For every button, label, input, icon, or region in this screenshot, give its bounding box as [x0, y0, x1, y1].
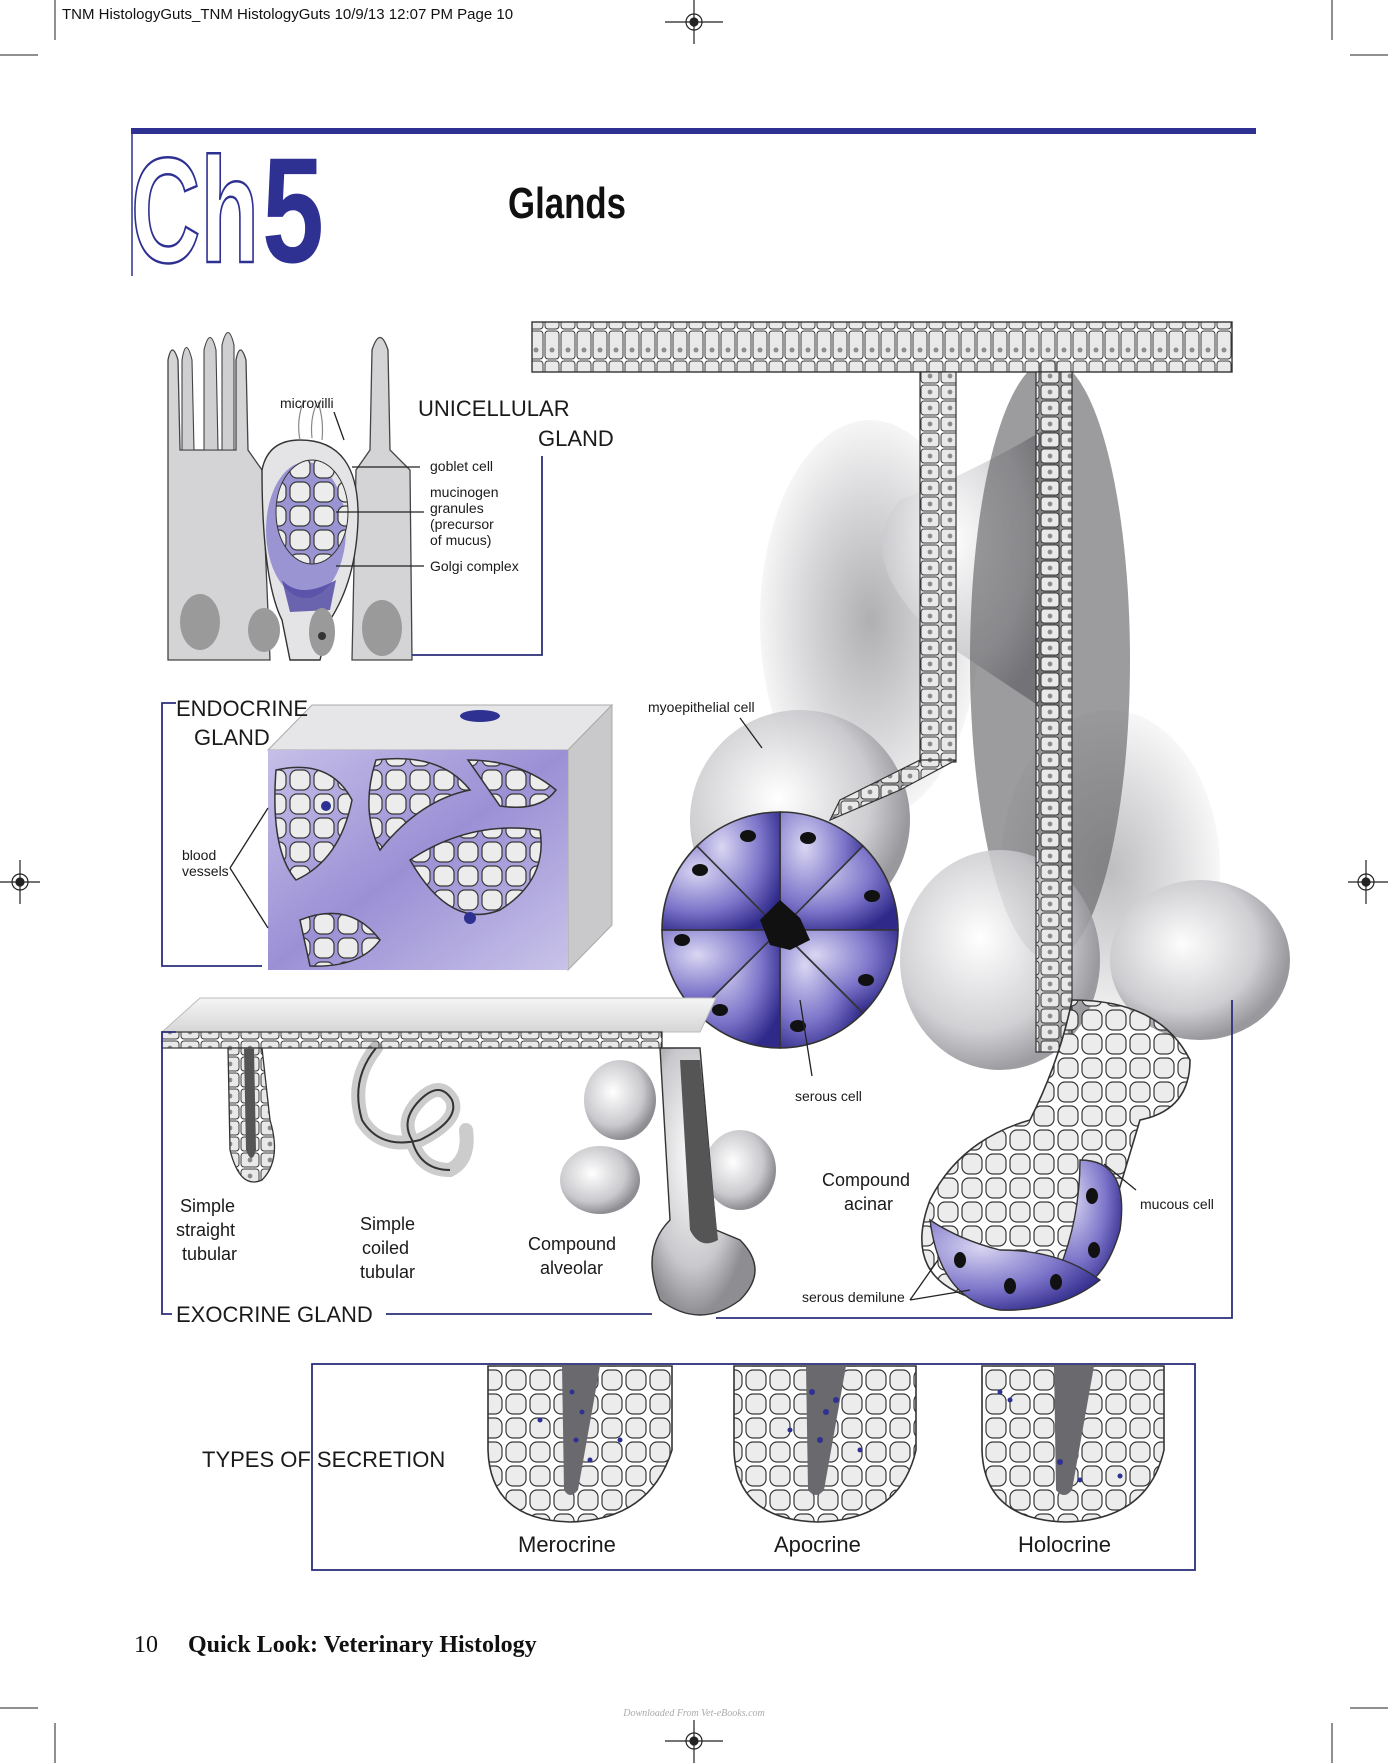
compound-alveolar-label-2: alveolar: [540, 1258, 603, 1278]
unicellular-gland-illustration: [168, 333, 412, 661]
compound-acinar-label-2: acinar: [844, 1194, 893, 1214]
microvilli-leader: [334, 412, 344, 440]
simple-coiled-label-1: Simple: [360, 1214, 415, 1234]
mucinogen-label-2: granules: [430, 500, 484, 516]
mucinogen-label-1: mucinogen: [430, 484, 499, 500]
mucinogen-label-3: (precursor: [430, 516, 494, 532]
exocrine-bracket: [162, 1032, 176, 1314]
serous-demilune-label: serous demilune: [802, 1289, 905, 1305]
footer-book-title: Quick Look: Veterinary Histology: [188, 1632, 537, 1658]
exocrine-label: EXOCRINE GLAND: [176, 1302, 373, 1327]
endocrine-gland-illustration: [268, 705, 612, 970]
merocrine-illustration: [488, 1366, 672, 1522]
endocrine-label-line2: GLAND: [194, 725, 270, 750]
holocrine-illustration: [982, 1366, 1164, 1522]
apocrine-illustration: [734, 1366, 916, 1522]
blood-vessels-label-1: blood: [182, 847, 216, 863]
apocrine-label: Apocrine: [774, 1532, 861, 1557]
mucinogen-label-4: of mucus): [430, 532, 491, 548]
simple-straight-label-2: straight: [176, 1220, 235, 1240]
footer-page-number: 10: [134, 1632, 158, 1658]
compound-acinar-label-1: Compound: [822, 1170, 910, 1190]
unicellular-label-line2: GLAND: [538, 426, 614, 451]
serous-cell-label: serous cell: [795, 1088, 862, 1104]
chapter-number: 5: [262, 126, 324, 294]
merocrine-label: Merocrine: [518, 1532, 616, 1557]
compound-alveolar-label-1: Compound: [528, 1234, 616, 1254]
chapter-prefix: Ch: [131, 126, 259, 294]
types-of-secretion-label: TYPES OF SECRETION: [202, 1447, 445, 1472]
simple-straight-label-3: tubular: [182, 1244, 237, 1264]
footer-watermark: Downloaded From Vet-eBooks.com: [622, 1708, 765, 1719]
goblet-cell-label: goblet cell: [430, 458, 493, 474]
chapter-title: Glands: [508, 179, 626, 228]
simple-coiled-label-2: coiled: [362, 1238, 409, 1258]
registration-mark-bottom: [665, 1720, 723, 1763]
compound-gland-illustration: [532, 322, 1290, 1310]
registration-mark-left: [0, 860, 40, 904]
unicellular-label-line1: UNICELLULAR: [418, 396, 570, 421]
registration-mark-top: [665, 0, 723, 44]
simple-coiled-label-3: tubular: [360, 1262, 415, 1282]
microvilli-label: microvilli: [280, 395, 334, 411]
blood-vessels-label-2: vessels: [182, 863, 229, 879]
myoepithelial-label: myoepithelial cell: [648, 699, 755, 715]
mucous-cell-label: mucous cell: [1140, 1196, 1214, 1212]
blood-vessels-leader: [230, 808, 268, 928]
registration-mark-right: [1348, 860, 1388, 904]
print-header: TNM HistologyGuts_TNM HistologyGuts 10/9…: [62, 6, 513, 23]
endocrine-label-line1: ENDOCRINE: [176, 696, 308, 721]
simple-straight-label-1: Simple: [180, 1196, 235, 1216]
exocrine-gland-illustration: [162, 998, 776, 1315]
golgi-label: Golgi complex: [430, 558, 519, 574]
holocrine-label: Holocrine: [1018, 1532, 1111, 1557]
